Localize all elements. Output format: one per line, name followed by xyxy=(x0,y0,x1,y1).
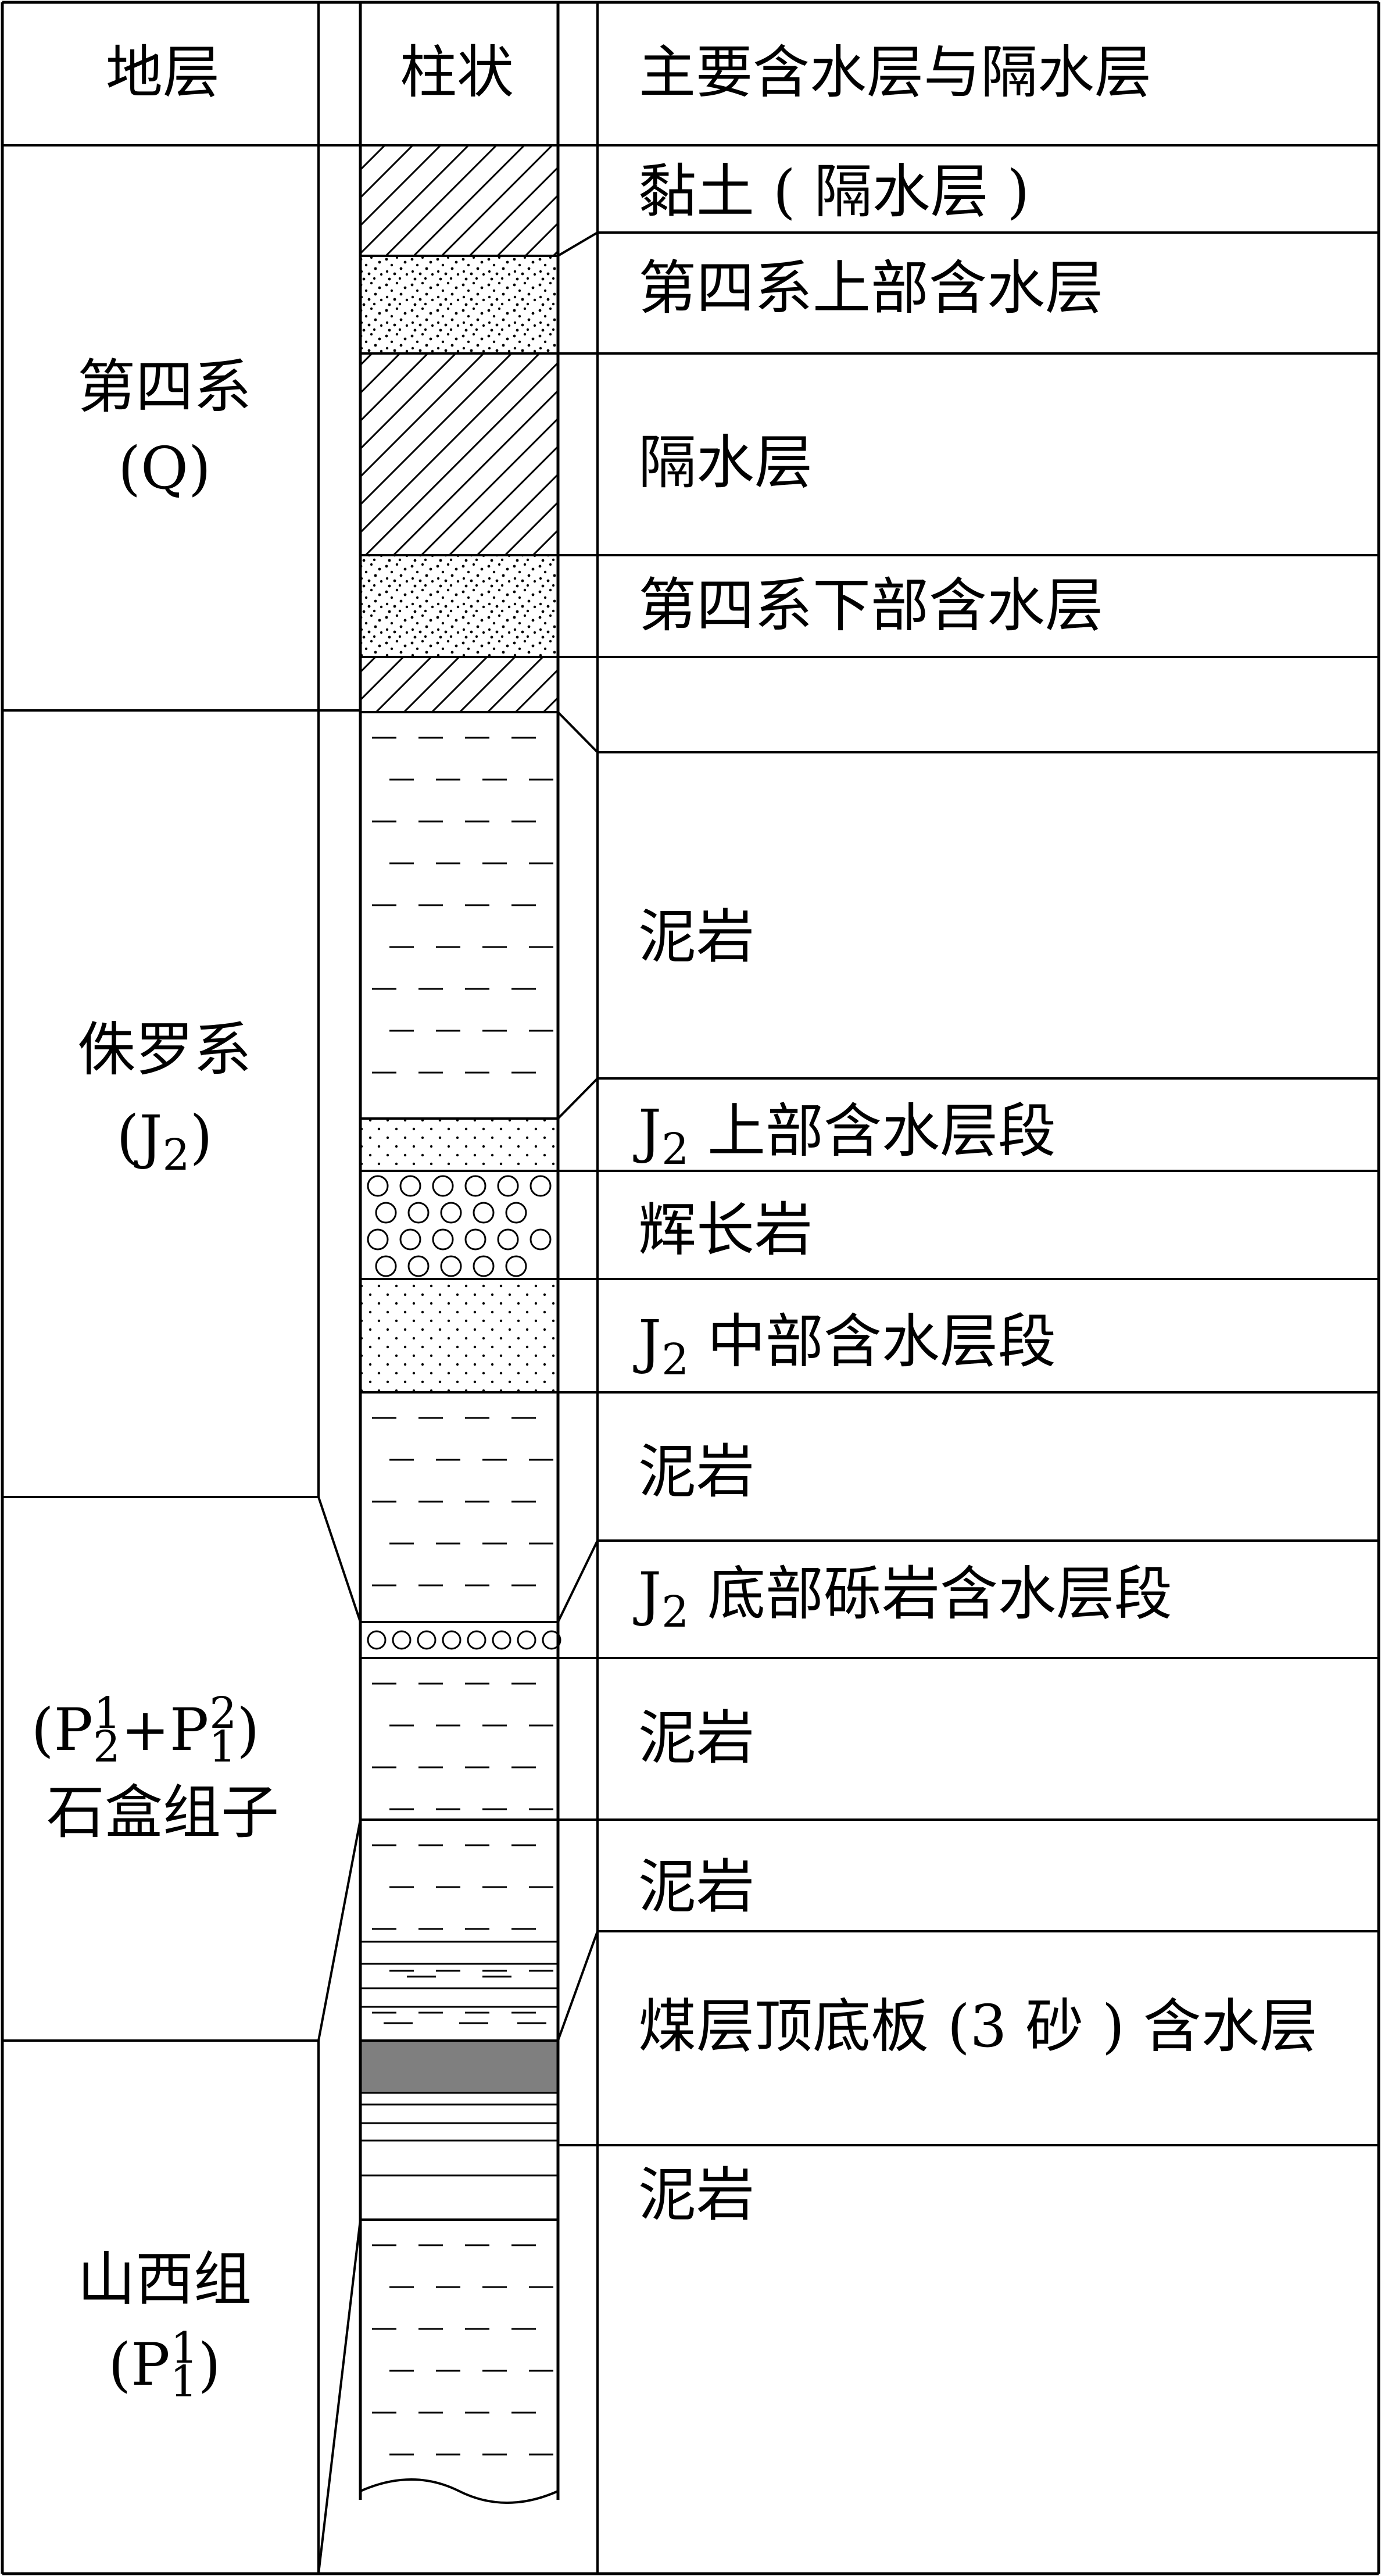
lithology-mudstone xyxy=(360,1818,558,2014)
formation-jurassic-code: (J2) xyxy=(116,1103,212,1180)
gabbro-clast xyxy=(529,1175,552,1197)
label-connector xyxy=(557,1077,599,1120)
layer-label-j2-upper-aquifer: J2 上部含水层段 xyxy=(633,1097,1056,1174)
gabbro-clast xyxy=(432,1228,454,1251)
hatch-fill xyxy=(360,657,558,712)
gabbro-clast xyxy=(367,1175,389,1197)
formation-quaternary-code: (Q) xyxy=(118,434,211,502)
layer-label-j2-bottom-conglomerate-aquifer: J2 底部砾岩含水层段 xyxy=(633,1560,1172,1637)
formation-shanxi-name: 山西组 xyxy=(77,2245,252,2313)
lithology-gabbro xyxy=(360,1170,558,1277)
lithology-clay xyxy=(360,656,558,712)
coal-seam-band xyxy=(359,2039,559,2094)
fine-sand-fill xyxy=(360,1119,558,1171)
lithology-column xyxy=(359,2,561,2504)
gabbro-clast xyxy=(440,1255,462,1277)
formation-shihezi-code: (P21+P12) xyxy=(31,1688,260,1772)
layer-label-q-lower-aquifer: 第四系下部含水层 xyxy=(638,571,1103,639)
lithology-mudstone xyxy=(360,2218,558,2456)
header-column: 柱状 xyxy=(400,40,514,106)
header-strata: 地层 xyxy=(106,40,220,106)
label-connector xyxy=(557,1540,599,1623)
conglomerate-clast xyxy=(467,1630,486,1650)
gabbro-clast xyxy=(473,1255,495,1277)
formation-shanxi-code: (P11) xyxy=(108,2323,221,2407)
formation-shihezi-name: 石盒组子 xyxy=(46,1778,279,1846)
lithology-fine-sand xyxy=(360,1117,558,1171)
gabbro-clast xyxy=(432,1175,454,1197)
layer-label-aquiclude: 隔水层 xyxy=(638,428,813,496)
gabbro-clast xyxy=(375,1202,397,1224)
gabbro-clast xyxy=(375,1255,397,1277)
hatch-fill xyxy=(360,353,558,555)
layer-label-clay-aquiclude: 黏土 ( 隔水层 ) xyxy=(638,158,1029,226)
formation-jurassic-name: 侏罗系 xyxy=(77,1016,252,1084)
formation-boundary-p2-p1-slant xyxy=(317,1819,362,2041)
label-connector xyxy=(557,231,599,257)
sand-fill xyxy=(360,256,558,353)
gabbro-clast xyxy=(497,1175,519,1197)
formation-shanxi: 山西组 (P11) xyxy=(77,2245,252,2407)
gabbro-clast xyxy=(407,1255,430,1277)
conglomerate-clast xyxy=(442,1630,461,1650)
conglomerate-clast xyxy=(392,1630,412,1650)
lithology-clay xyxy=(360,352,558,555)
gabbro-clast xyxy=(497,1228,519,1251)
lithology-sand xyxy=(360,255,558,353)
gabbro-clast xyxy=(464,1175,486,1197)
conglomerate-clast xyxy=(492,1630,511,1650)
layer-label-q-upper-aquifer: 第四系上部含水层 xyxy=(638,254,1103,322)
formation-boundary-j-p2-slant xyxy=(317,1496,362,1623)
column-base-wave xyxy=(360,2478,559,2504)
gabbro-clast xyxy=(440,1202,462,1224)
gabbro-clast xyxy=(399,1228,421,1251)
lithology-fine-sand xyxy=(360,1278,558,1392)
layer-label-coal-seam-aquifer: 煤层顶底板 (3 砂 ) 含水层 xyxy=(638,1992,1318,2060)
lithology-coal-seam xyxy=(359,1941,559,2177)
conglomerate-clast xyxy=(367,1630,387,1650)
gabbro-clast xyxy=(407,1202,430,1224)
layer-label-mudstone-2: 泥岩 xyxy=(638,1438,754,1506)
layer-label-j2-middle-aquifer: J2 中部含水层段 xyxy=(633,1307,1056,1385)
gabbro-clast xyxy=(473,1202,495,1224)
fine-sand-fill xyxy=(360,1279,558,1392)
conglomerate-clast xyxy=(417,1630,437,1650)
hatch-fill xyxy=(360,145,558,256)
lithology-conglomerate xyxy=(360,1621,561,1650)
formation-boundary-base-slant xyxy=(317,2219,362,2574)
header-aquifers: 主要含水层与隔水层 xyxy=(639,40,1151,106)
sand-fill xyxy=(360,555,558,657)
label-connector xyxy=(557,1931,599,2041)
lithology-mudstone xyxy=(360,1391,558,1587)
layer-label-mudstone-4: 泥岩 xyxy=(638,1853,754,1921)
lithology-mudstone xyxy=(360,1657,558,1810)
conglomerate-clast xyxy=(517,1630,536,1650)
gabbro-clast xyxy=(399,1175,421,1197)
layer-label-gabbro: 辉长岩 xyxy=(638,1196,813,1264)
label-connector xyxy=(557,711,599,753)
gabbro-clast xyxy=(529,1228,552,1251)
formation-quaternary: 第四系 (Q) xyxy=(77,353,252,502)
gabbro-clast xyxy=(505,1202,527,1224)
formation-quaternary-name: 第四系 xyxy=(77,353,252,421)
layer-label-mudstone-1: 泥岩 xyxy=(638,903,754,971)
lithology-sand xyxy=(360,554,558,657)
conglomerate-clast xyxy=(542,1630,561,1650)
layer-labels: 黏土 ( 隔水层 ) 第四系上部含水层 隔水层 第四系下部含水层 泥岩 J2 上… xyxy=(633,158,1318,2229)
formation-jurassic: 侏罗系 (J2) xyxy=(77,1016,252,1180)
gabbro-clast xyxy=(505,1255,527,1277)
lithology-clay xyxy=(360,144,558,256)
lithology-mudstone xyxy=(360,711,558,1074)
gabbro-clast xyxy=(464,1228,486,1251)
gabbro-clast xyxy=(367,1228,389,1251)
formation-shihezi: (P21+P12) 石盒组子 xyxy=(31,1688,279,1846)
layer-label-mudstone-3: 泥岩 xyxy=(638,1704,754,1772)
layer-label-mudstone-5: 泥岩 xyxy=(638,2161,754,2229)
